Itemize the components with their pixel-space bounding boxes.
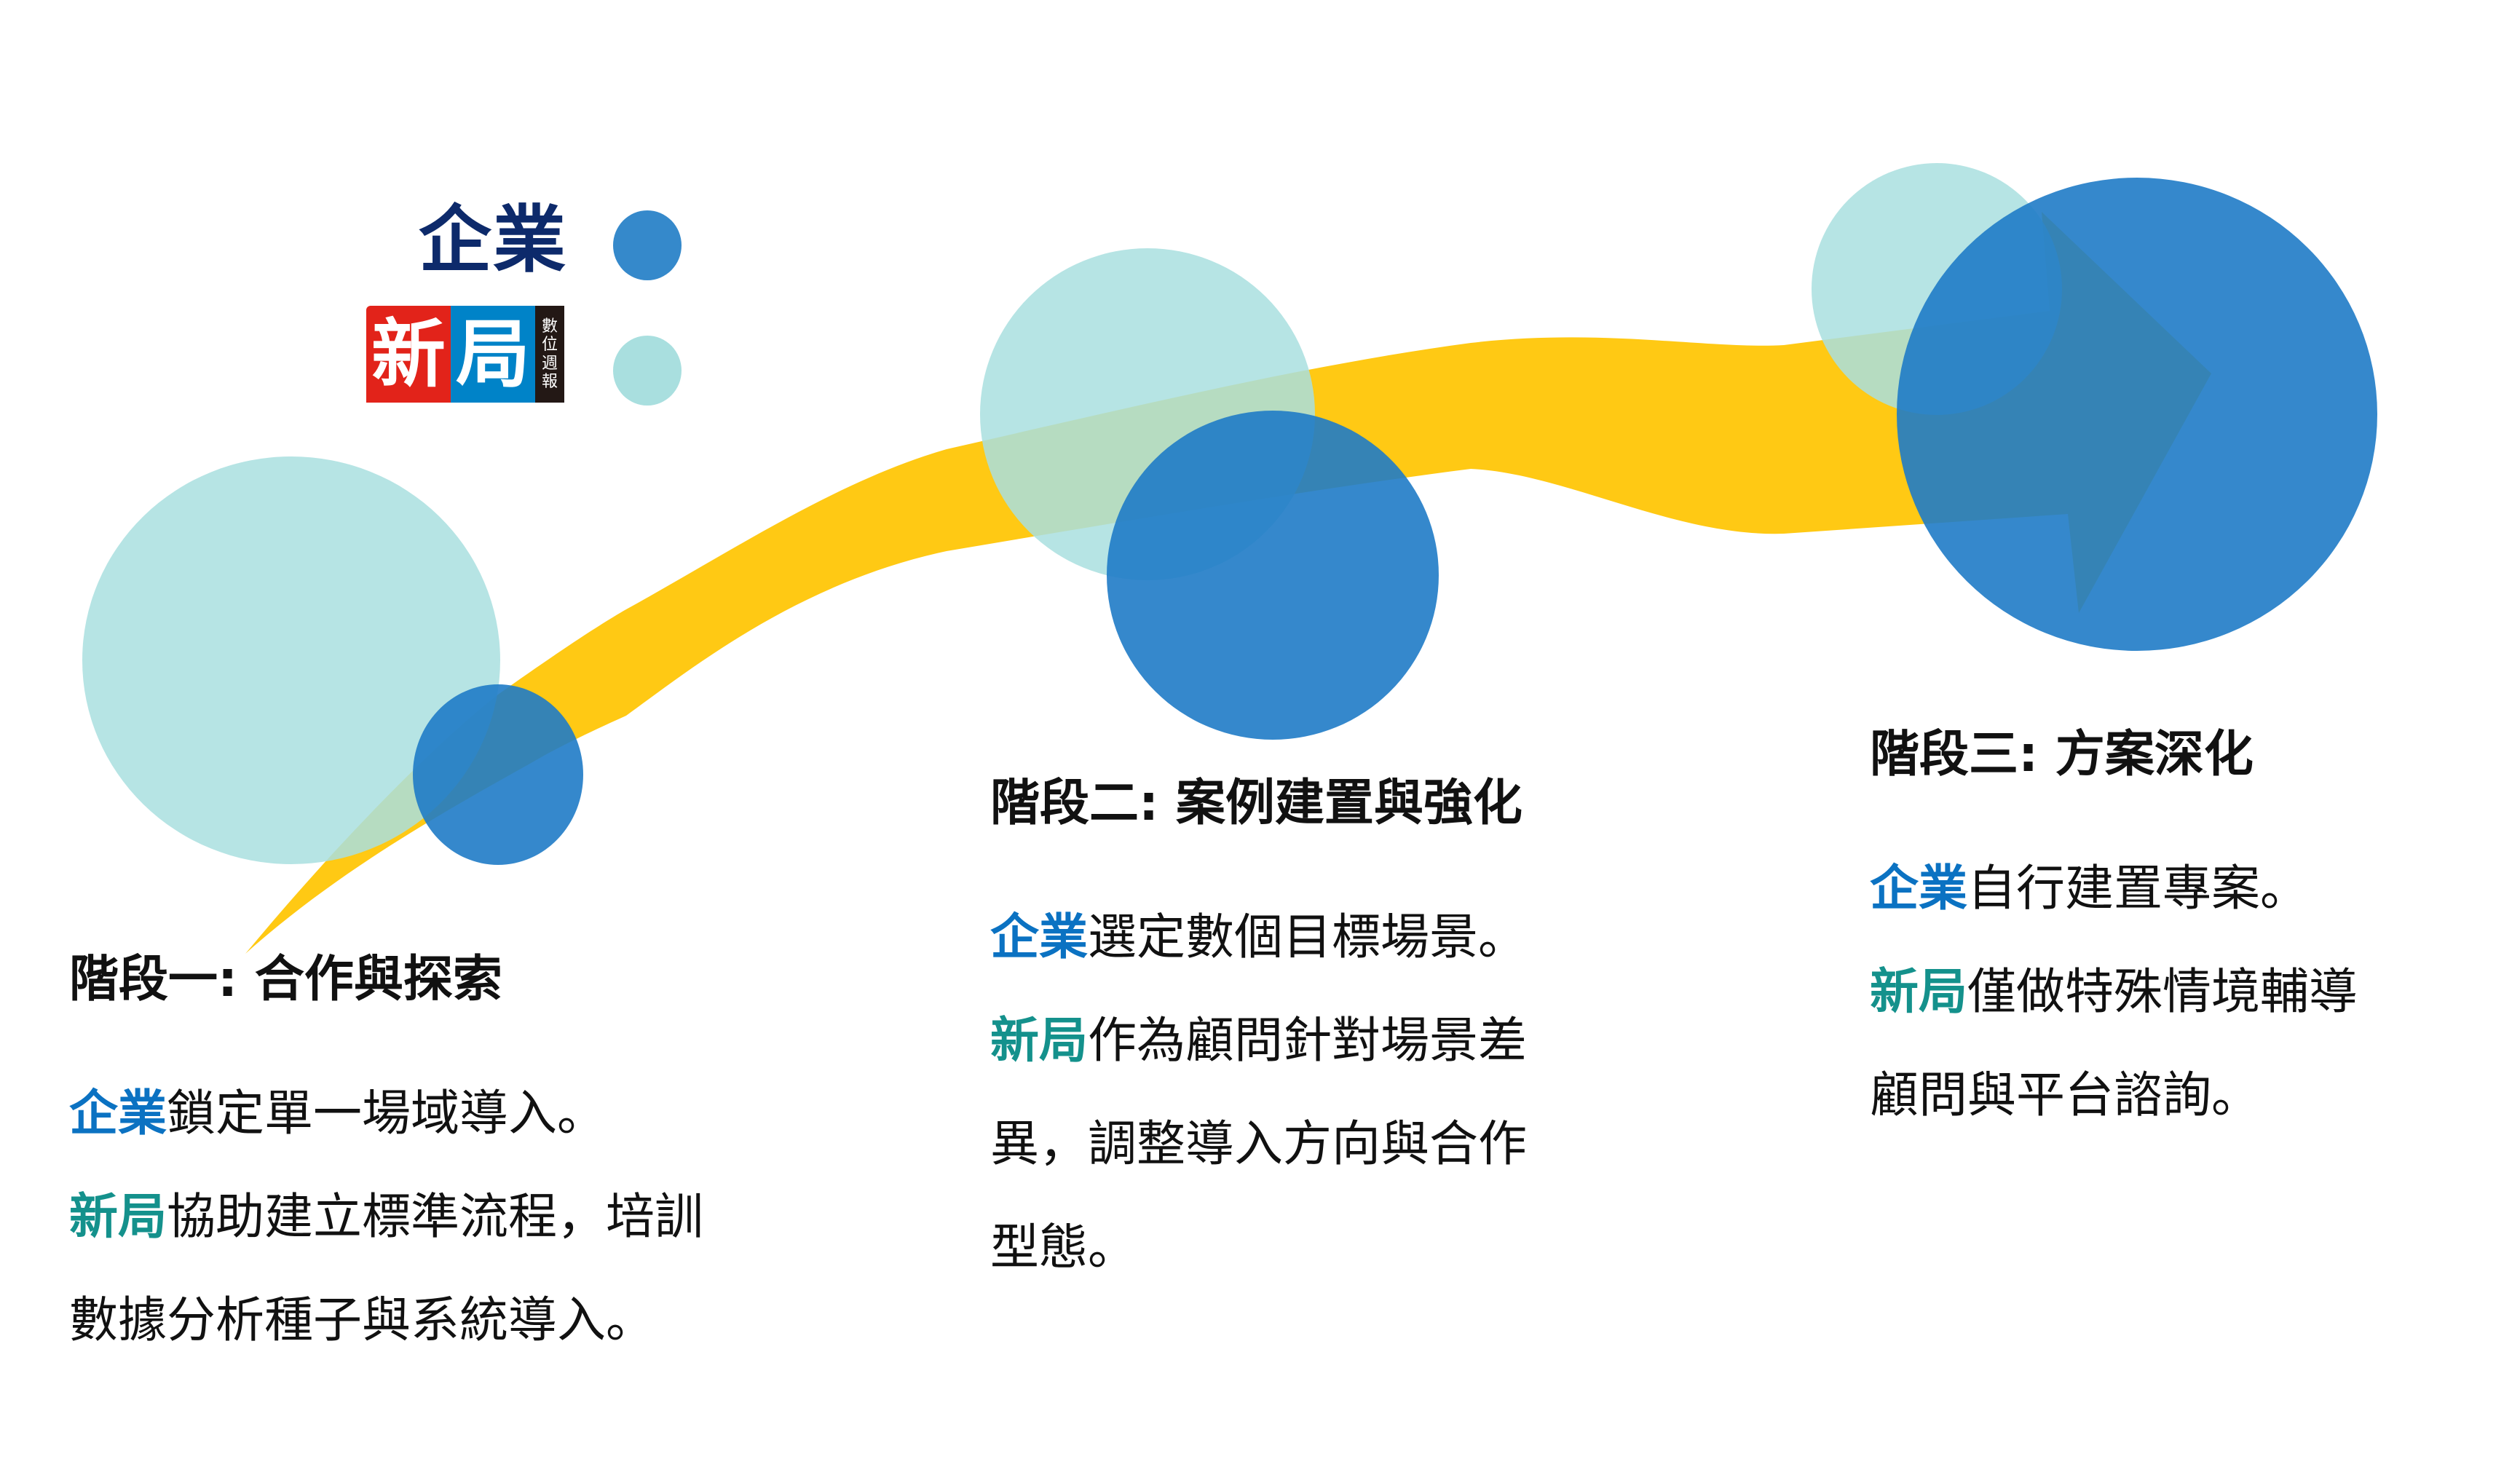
stage-1-newbureau-line: 新局協助建立標準流程，培訓: [69, 1188, 703, 1245]
newbureau-keyword: 新局: [990, 1012, 1088, 1069]
stage-1-enterprise-line: 企業鎖定單一場域導入。: [69, 1085, 606, 1142]
legend-enterprise-label: 企業: [419, 197, 567, 282]
stage-2-newbureau-line-cont2: 型態。: [990, 1219, 1137, 1276]
stage-3-block: 階段三: 方案深化 企業自行建置專案。 新局僅做特殊情境輔導 顧問與平台諮詢。: [1870, 730, 2358, 1147]
stage-2-block: 階段二: 案例建置與強化 企業選定數個目標場景。 新局作為顧問針對場景差 異，調…: [990, 779, 1527, 1299]
legend-newbureau-dot: [613, 336, 682, 406]
stage-2-title: 階段二: 案例建置與強化: [990, 775, 1522, 832]
newbureau-keyword: 新局: [69, 1188, 167, 1245]
stage-2-newbureau-line: 新局作為顧問針對場景差: [990, 1012, 1527, 1069]
stage1-enterprise-circle: [413, 684, 583, 865]
stage-3-enterprise-line: 企業自行建置專案。: [1870, 860, 2309, 917]
legend-enterprise-dot: [613, 210, 682, 280]
enterprise-keyword: 企業: [69, 1085, 167, 1142]
logo-char-1: 新: [366, 306, 451, 403]
logo-char-2: 局: [451, 306, 535, 403]
progress-arrow: [245, 212, 2211, 954]
stage-1-newbureau-line-cont: 數據分析種子與系統導入。: [69, 1292, 655, 1348]
stage1-newbureau-circle: [82, 456, 500, 864]
stage-3-newbureau-line-cont: 顧問與平台諮詢。: [1870, 1067, 2260, 1123]
logo-side-text: 數 位 週 報: [535, 306, 564, 403]
newbureau-logo: 新 局 數 位 週 報: [366, 306, 596, 403]
enterprise-keyword: 企業: [990, 909, 1088, 965]
stage-1-title: 階段一: 合作與探索: [69, 951, 502, 1008]
stage-2-enterprise-line: 企業選定數個目標場景。: [990, 909, 1527, 965]
newbureau-keyword: 新局: [1870, 963, 1967, 1020]
stage2-enterprise-circle: [1107, 411, 1439, 740]
stage-1-block: 階段一: 合作與探索 企業鎖定單一場域導入。 新局協助建立標準流程，培訓 數據分…: [69, 955, 703, 1372]
stage-2-newbureau-line-cont: 異，調整導入方向與合作: [990, 1115, 1527, 1172]
stage-3-newbureau-line: 新局僅做特殊情境輔導: [1870, 963, 2358, 1020]
enterprise-keyword: 企業: [1870, 860, 1967, 917]
stage3-enterprise-circle: [1897, 178, 2377, 651]
stage-3-title: 階段三: 方案深化: [1870, 726, 2254, 783]
